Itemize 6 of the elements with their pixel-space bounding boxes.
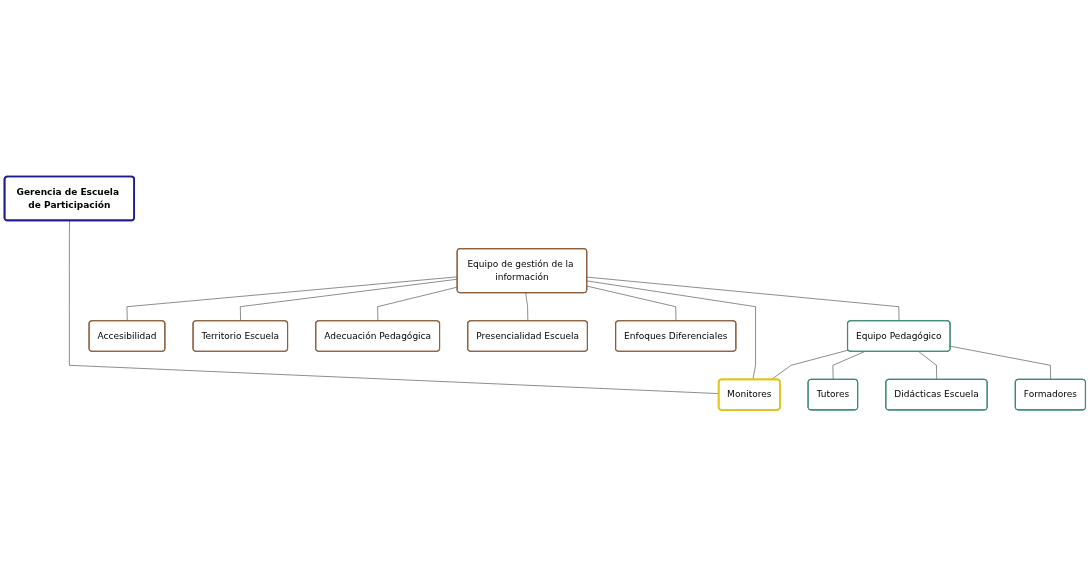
connector	[377, 287, 458, 322]
connector	[525, 292, 529, 322]
connector	[950, 346, 1051, 381]
connector	[771, 350, 849, 381]
connector	[240, 279, 458, 322]
connector	[918, 351, 938, 381]
